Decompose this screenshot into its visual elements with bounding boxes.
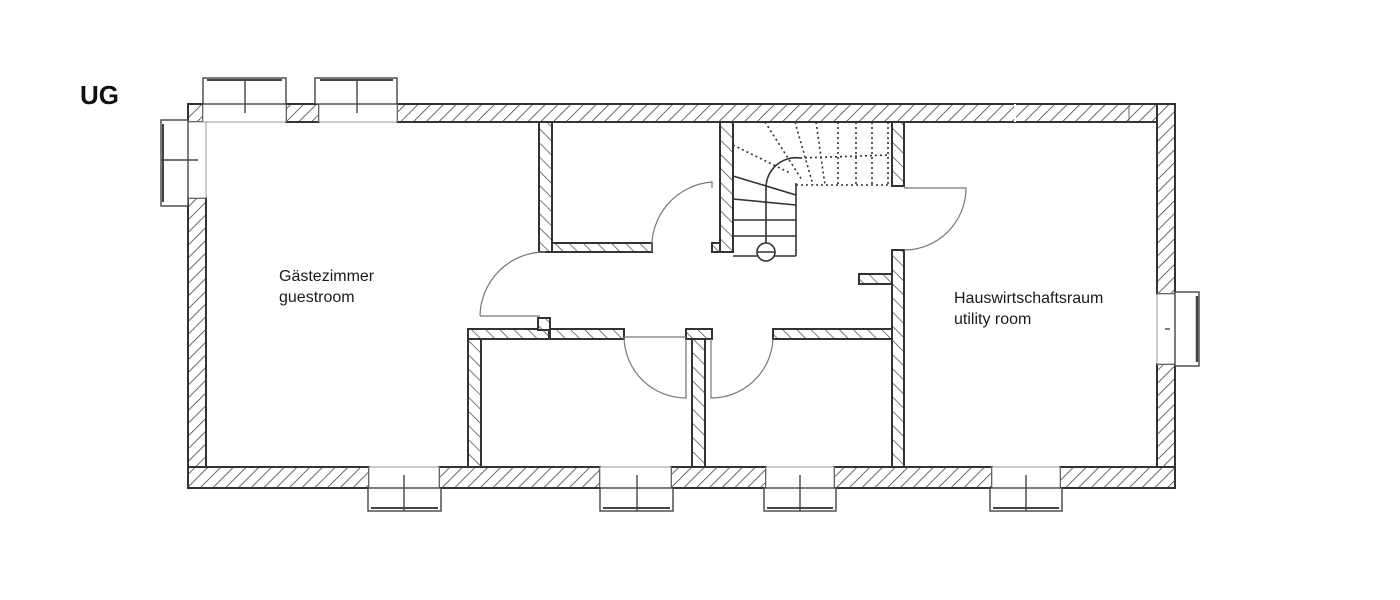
doors — [479, 181, 967, 399]
exterior-walls — [187, 103, 1176, 489]
room-label-utility: Hauswirtschaftsraum utility room — [954, 288, 1103, 330]
wall-top-1 — [285, 103, 320, 123]
level-label: UG — [80, 80, 119, 110]
wall-stair-left — [719, 121, 734, 253]
utility-name-de: Hauswirtschaftsraum — [954, 290, 1104, 307]
window-bottom-3 — [763, 466, 837, 512]
staircase — [732, 121, 892, 262]
wall-lower-left-top2 — [549, 328, 625, 340]
windows — [160, 77, 1200, 512]
wall-right-upper — [1156, 103, 1176, 295]
door-utility — [903, 187, 967, 251]
wall-left — [187, 197, 207, 489]
wall-stair-right — [891, 121, 905, 187]
wall-bottom-3 — [670, 466, 767, 489]
wall-partition-cap — [685, 328, 713, 340]
wall-lower-left-top — [467, 328, 550, 340]
window-bottom-4 — [989, 466, 1063, 512]
door-lower-right — [710, 338, 774, 399]
wall-storage-left — [538, 121, 553, 253]
wall-lower-right-top — [772, 328, 893, 340]
wall-stub — [858, 273, 893, 285]
wall-utility-left — [891, 249, 905, 468]
guestroom-name-en: guestroom — [279, 289, 355, 306]
utility-name-en: utility room — [954, 311, 1032, 328]
wall-bottom-2 — [438, 466, 601, 489]
wall-storage-bottom — [551, 242, 653, 253]
door-lower-left — [623, 336, 687, 399]
window-left — [160, 119, 207, 207]
wall-top-2 — [396, 103, 1176, 123]
window-bottom-2 — [599, 466, 674, 512]
wall-top-corner — [187, 103, 204, 123]
window-bottom-1 — [367, 466, 442, 512]
door-guestroom — [479, 251, 546, 317]
wall-partition — [691, 338, 706, 468]
guestroom-name-de: Gästezimmer — [279, 268, 375, 285]
wall-stair-stub — [711, 242, 721, 253]
wall-bottom-5 — [1059, 466, 1176, 489]
window-top-1 — [202, 77, 287, 123]
wall-bottom-4 — [833, 466, 993, 489]
wall-bottom-1 — [187, 466, 370, 489]
wall-lower-left-side — [467, 338, 482, 468]
wall-lower-left-jog — [537, 317, 551, 331]
interior-walls — [467, 121, 905, 468]
door-storage — [651, 181, 713, 253]
room-label-guestroom: Gästezimmer guestroom — [279, 266, 374, 308]
window-top-2 — [314, 77, 398, 123]
window-right — [1156, 291, 1200, 367]
